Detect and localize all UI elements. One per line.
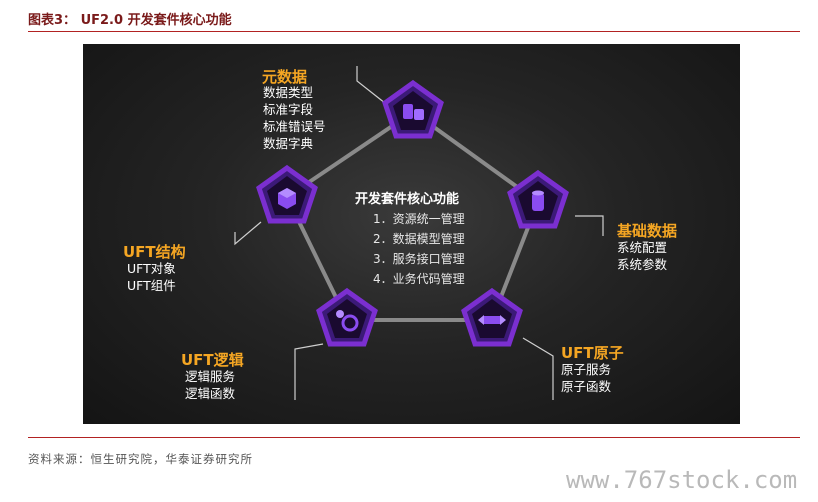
metadata-item: 数据类型 [263,85,314,100]
uft-atom-item: 原子函数 [561,379,612,394]
node-uft-logic [316,287,378,347]
bottom-rule [28,437,800,438]
metadata-item: 标准错误号 [263,119,326,134]
diagram-svg [234,66,604,400]
uft-struct-item: UFT对象 [127,261,176,276]
top-rule [28,31,800,32]
leader-basic [575,215,604,236]
component-icon [478,315,506,325]
metadata-item: 数据字典 [263,136,314,151]
basic-data-title: 基础数据 [617,222,678,240]
metadata-title: 元数据 [262,68,308,86]
cylinder-icon [532,190,544,211]
node-uft-struct [256,164,318,224]
leader-logic [294,343,324,400]
uft-struct-title: UFT结构 [123,243,186,261]
node-uft-atom [461,287,523,347]
uft-struct-item: UFT组件 [127,278,176,293]
leader-struct [234,221,262,246]
basic-data-item: 系统配置 [617,240,668,255]
gear-icon [336,310,359,332]
watermark: www.767stock.com [566,466,798,494]
uft-atom-item: 原子服务 [561,362,612,377]
uft-logic-title: UFT逻辑 [181,351,244,369]
leader-atom [522,337,554,400]
node-basic-data [507,169,569,229]
figure-title: 图表3： UF2.0 开发套件核心功能 [28,13,232,28]
center-item: 4．业务代码管理 [373,272,465,286]
source-note: 资料来源：恒生研究院，华泰证券研究所 [28,452,253,466]
uft-logic-item: 逻辑服务 [185,369,236,384]
uft-logic-item: 逻辑函数 [185,386,236,401]
uft-atom-title: UFT原子 [561,344,624,362]
center-item: 1．资源统一管理 [373,212,465,226]
database-icon [403,104,424,120]
center-item: 3．服务接口管理 [373,252,465,266]
cube-icon [278,188,296,209]
diagram-panel: 开发套件核心功能 1．资源统一管理 2．数据模型管理 3．服务接口管理 4．业务… [83,44,740,424]
center-item: 2．数据模型管理 [373,232,465,246]
metadata-item: 标准字段 [263,102,314,117]
leader-metadata [356,66,391,108]
node-metadata [382,79,444,139]
basic-data-item: 系统参数 [617,257,668,272]
center-title: 开发套件核心功能 [355,192,460,207]
